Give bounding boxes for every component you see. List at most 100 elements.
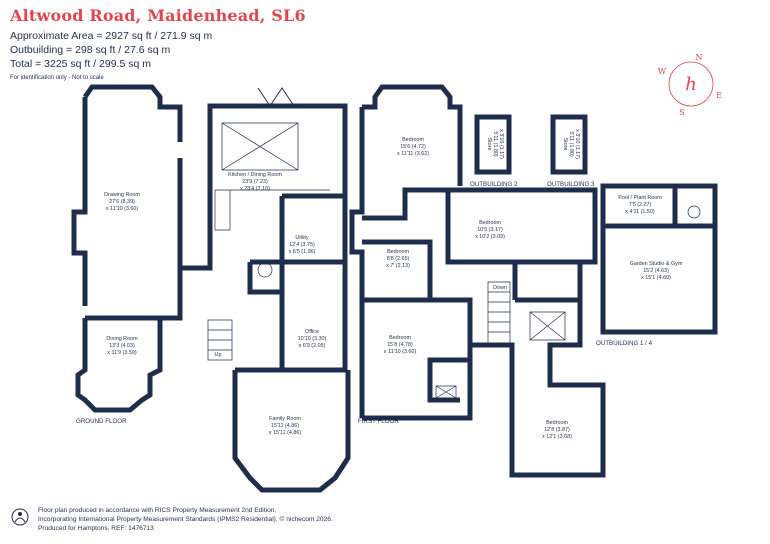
studio-toilet-fixture <box>687 205 701 219</box>
hall-wall <box>85 268 183 321</box>
bedroom2-size1: 10'5 (3.17) <box>477 227 503 233</box>
bedroom1-south-wall <box>362 187 455 221</box>
kitchen-units <box>214 189 330 231</box>
bathroom-wall <box>515 259 583 300</box>
studio-name: Garden Studio & Gym <box>630 261 683 267</box>
bedroom2-name: Bedroom <box>479 220 501 226</box>
family-room-name: Family Room <box>269 416 301 422</box>
drawing-room-size2: x 11'10 (3.60) <box>106 206 139 212</box>
store1-size1: 5'11 (1.80) <box>492 131 498 156</box>
wc-toilet-fixture <box>257 262 273 278</box>
plant-room-wall <box>603 186 715 229</box>
family-room-size1: 15'11 (4.86) <box>271 423 299 429</box>
roof-lantern <box>221 122 299 171</box>
compass-east: E <box>716 91 722 100</box>
store2-name: Store <box>562 138 568 151</box>
outbuilding2-label: OUTBUILDING 2 <box>470 181 518 188</box>
bedroom2-wall <box>448 187 598 300</box>
bedroom3-size2: x 7' (2.13) <box>386 263 410 269</box>
identification-note: For identification only - Not to scale <box>10 75 104 81</box>
compass-west: W <box>658 67 667 76</box>
utility-size1: 12'4 (3.75) <box>289 242 315 248</box>
drawing-room-name: Drawing Room <box>104 192 140 198</box>
wc-wall <box>247 259 348 295</box>
plant-room-name: Pool / Plant Room <box>618 195 662 201</box>
utility-name: Utility <box>295 235 308 241</box>
ground-stairs <box>207 319 233 361</box>
compass-rose: N E S W h <box>658 53 722 117</box>
drawing-room-wall <box>82 84 183 142</box>
bedroom4-size2: x 11'10 (3.60) <box>384 349 417 355</box>
compass-south: S <box>679 108 684 117</box>
family-room-wall <box>232 370 351 493</box>
kitchen-size1: 23'9 (7.23) <box>242 179 268 185</box>
bedroom2-west-wall <box>445 190 515 265</box>
drawing-room-size1: 27'6 (8.39) <box>109 199 135 205</box>
outbuilding2-wall <box>474 114 512 175</box>
store2-size1: 5'11 (1.80) <box>568 131 574 156</box>
bedroom4-size1: 15'8 (4.78) <box>387 342 413 348</box>
dining-room-name: Dining Room <box>106 336 138 342</box>
bedroom4-ensuite-wall <box>362 297 473 403</box>
approx-area: Approximate Area = 2927 sq ft / 271.9 sq… <box>10 30 213 42</box>
dining-room-wall <box>75 318 163 413</box>
bedroom1-wall <box>362 84 463 186</box>
rics-badge-icon <box>11 508 29 526</box>
store1-name: Store <box>486 138 492 151</box>
footer-line1: Floor plan produced in accordance with R… <box>38 507 277 514</box>
first-floor-west-wall <box>349 107 365 418</box>
ground-floor-plan: Drawing Room 27'6 (8.39) x 11'10 (3.60) … <box>71 84 351 493</box>
drawing-room-west-wall <box>71 97 88 306</box>
bedroom4-name: Bedroom <box>389 335 411 341</box>
bedroom3-size1: 8'8 (2.65) <box>387 256 410 262</box>
bedroom3-name: Bedroom <box>387 249 409 255</box>
first-floor-plan: Bedroom 15'6 (4.72) x 11'11 (3.62) Bedro… <box>349 84 606 478</box>
bedroom5-size2: x 12'1 (3.68) <box>542 434 572 440</box>
outbuilding3-label: OUTBUILDING 3 <box>547 181 595 188</box>
ensuite-shower <box>435 385 457 399</box>
logo-icon: h <box>685 74 697 95</box>
first-floor-stairs <box>487 281 511 346</box>
store1-size2: x 3'10 (1.17) <box>498 129 504 159</box>
bedroom2-size2: x 10'2 (3.09) <box>475 234 505 240</box>
bedroom5-wall <box>470 297 606 478</box>
total-area: Total = 3225 sq ft / 299.5 sq m <box>10 58 151 70</box>
footer-line2: Incorporating International Property Mea… <box>38 516 333 523</box>
outbuilding1-wall <box>600 183 718 335</box>
bedroom1-size1: 15'6 (4.72) <box>400 144 426 150</box>
page-title: Altwood Road, Maidenhead, SL6 <box>10 6 306 25</box>
plant-room-size2: x 4'11 (1.50) <box>625 209 655 215</box>
kitchen-size2: x 23'4 (7.10) <box>240 186 270 192</box>
dining-room-size1: 13'3 (4.03) <box>109 343 135 349</box>
bedroom5-name: Bedroom <box>546 420 568 426</box>
office-wall <box>279 284 348 373</box>
ground-stairs-up: Up <box>215 352 222 358</box>
first-stairs-down: Down <box>493 285 507 291</box>
office-name: Office <box>305 329 319 335</box>
kitchen-name: Kitchen / Dining Room <box>228 172 282 178</box>
office-size1: 10'10 (3.30) <box>298 336 327 342</box>
family-room-size2: x 15'11 (4.86) <box>269 430 302 436</box>
outbuilding-area: Outbuilding = 298 sq ft / 27.6 sq m <box>10 44 171 56</box>
studio-size1: 15'2 (4.63) <box>643 268 669 274</box>
first-floor-label: FIRST FLOOR <box>358 418 399 425</box>
outbuildings-plan: Store 5'11 (1.80) x 3'10 (1.17) OUTBUILD… <box>470 114 718 347</box>
studio-size2: x 15'1 (4.60) <box>641 275 671 281</box>
compass-north: N <box>696 53 703 62</box>
plant-room-size1: 7'5 (2.27) <box>629 202 652 208</box>
utility-size2: x 6'5 (1.96) <box>289 249 316 255</box>
store2-size2: x 3'10 (1.17) <box>574 129 580 159</box>
bifold-doors <box>257 87 295 107</box>
ground-floor-label: GROUND FLOOR <box>76 418 127 425</box>
drawing-room-east-wall <box>177 158 213 271</box>
bedroom1-size2: x 11'11 (3.62) <box>397 151 429 157</box>
bedroom4-wall <box>362 360 473 421</box>
bedroom1-name: Bedroom <box>402 137 424 143</box>
shower-tray <box>529 311 566 341</box>
compass-circle <box>668 61 714 107</box>
footer-line3: Produced for Hamptons. REF: 1476713 <box>38 525 154 532</box>
outbuilding1-label: OUTBUILDING 1 / 4 <box>596 340 653 347</box>
dining-room-size2: x 11'9 (3.59) <box>107 350 137 356</box>
kitchen-wall <box>207 103 348 250</box>
